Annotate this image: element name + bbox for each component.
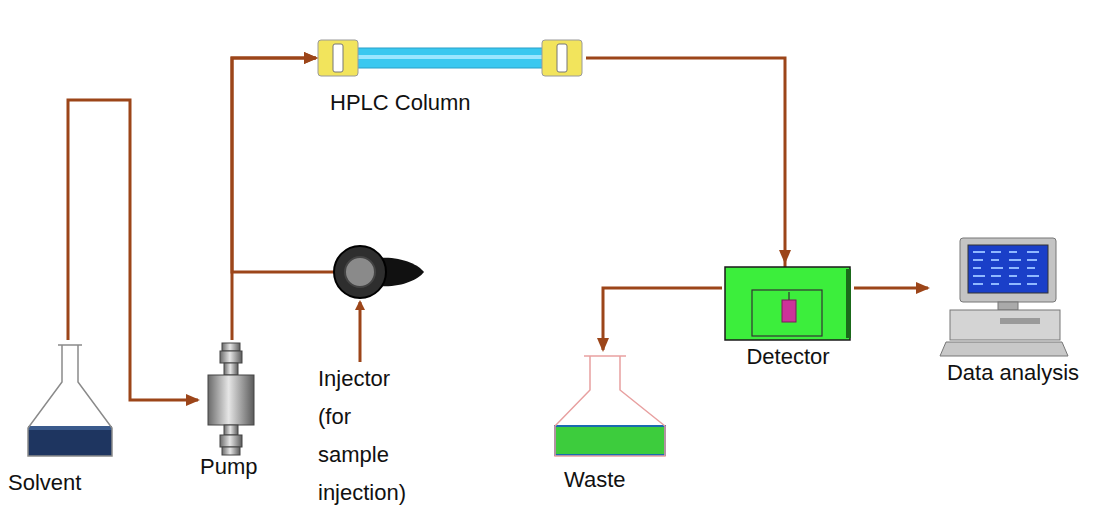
pump-symbol bbox=[208, 343, 254, 455]
part-label: Data analysis bbox=[928, 360, 1098, 386]
flow-connector bbox=[586, 58, 785, 262]
solvent-flask bbox=[28, 345, 112, 456]
diagram-node: Data analysis bbox=[928, 236, 1098, 388]
diagram-node: Waste bbox=[552, 350, 668, 495]
flow-connector bbox=[232, 58, 316, 272]
diagram-node: Injector (for sample injection) bbox=[316, 244, 426, 512]
hplc-column bbox=[318, 40, 582, 76]
part-label: Injector (for sample injection) bbox=[318, 360, 422, 512]
diagram-node: Pump bbox=[198, 340, 273, 482]
diagram-node: Detector bbox=[722, 262, 854, 372]
diagram-node: Solvent bbox=[5, 340, 115, 498]
waste-flask bbox=[555, 356, 665, 456]
diagram-node: HPLC Column bbox=[316, 34, 586, 120]
part-label: HPLC Column bbox=[330, 90, 586, 116]
flow-connector bbox=[68, 100, 198, 400]
injector-valve bbox=[316, 246, 424, 362]
flow-connector bbox=[232, 58, 316, 340]
part-label: Detector bbox=[722, 344, 854, 370]
detector-box bbox=[725, 262, 851, 340]
part-label: Waste bbox=[564, 467, 668, 493]
part-label: Pump bbox=[200, 454, 273, 480]
part-label: Solvent bbox=[8, 470, 115, 496]
flow-connector bbox=[854, 287, 928, 290]
computer-icon bbox=[940, 238, 1068, 356]
flow-connector bbox=[603, 288, 722, 350]
